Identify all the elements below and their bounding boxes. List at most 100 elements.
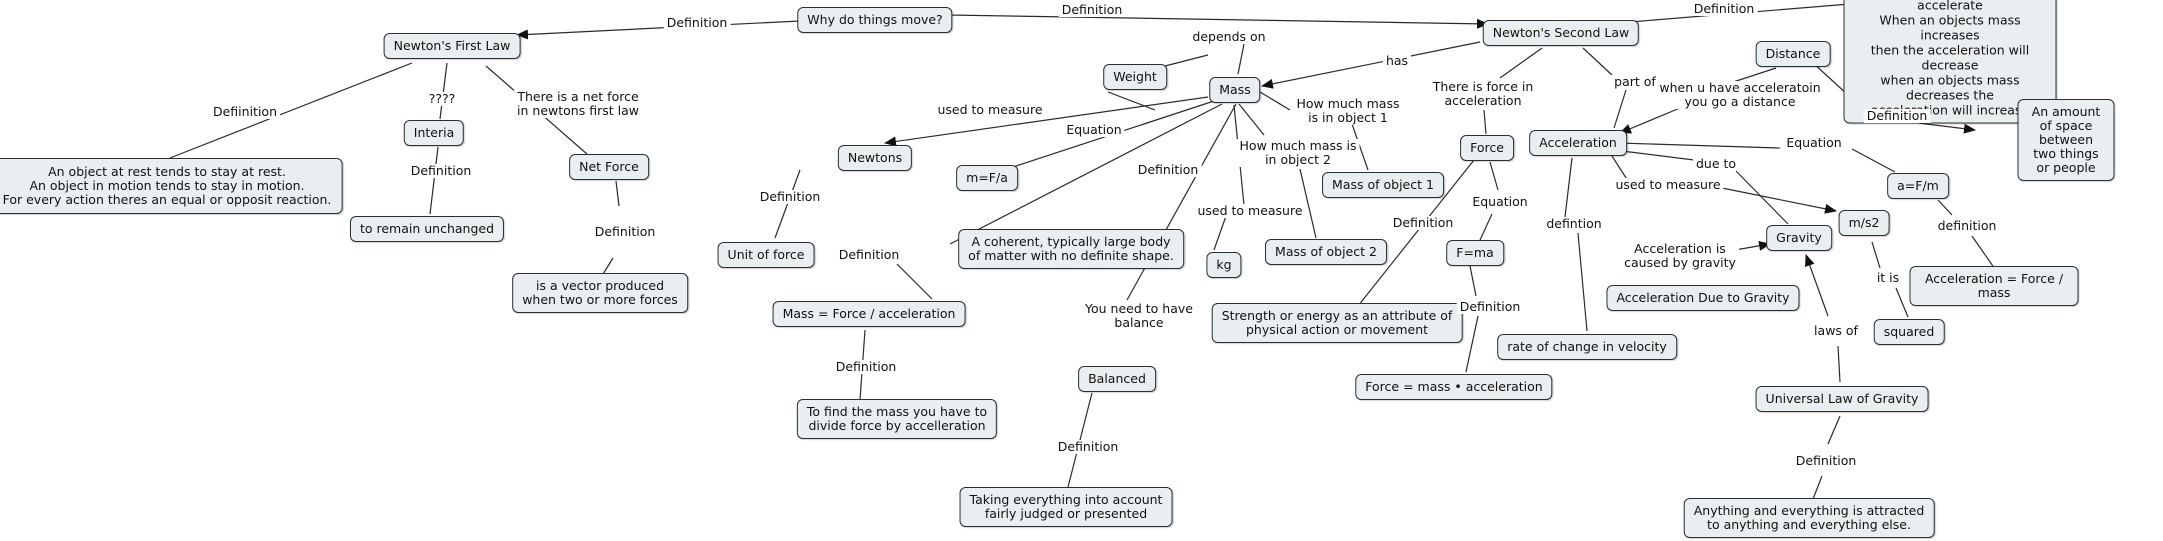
kg-node[interactable]: kg [1206, 252, 1242, 278]
arrow-connector [516, 20, 801, 40]
arrow-connector [1711, 185, 1837, 214]
universal-law-of-gravity-node[interactable]: Universal Law of Gravity [1755, 386, 1929, 412]
connector-line [949, 103, 1223, 245]
acceleration-due-to-gravity-node[interactable]: Acceleration Due to Gravity [1606, 285, 1800, 311]
universal-law-definition-node[interactable]: Anything and everything is attracted to … [1683, 498, 1935, 538]
link-label-equation: Equation [1783, 136, 1845, 150]
link-label-definition: defintion [1543, 217, 1605, 231]
connector-line [1237, 43, 1245, 75]
connector-line [1577, 232, 1588, 332]
connector-line [1564, 157, 1573, 218]
arrow-connector [1261, 41, 1481, 89]
distance-node[interactable]: Distance [1755, 41, 1831, 67]
link-label-definition: Definition [1058, 3, 1126, 17]
force-formula-node[interactable]: Force = mass • acceleration [1355, 374, 1553, 400]
acceleration-definition-node[interactable]: rate of change in velocity [1497, 334, 1677, 360]
mass-of-object-1-node[interactable]: Mass of object 1 [1322, 172, 1444, 198]
link-label-used-to-measure: used to measure [1194, 204, 1306, 218]
link-label-it-is: it is [1873, 271, 1903, 285]
link-label-due-to: due to [1692, 157, 1740, 171]
link-label-definition: Definition [832, 360, 900, 374]
connector-line [1213, 215, 1227, 251]
connector-line [1479, 213, 1493, 241]
arrow-connector [1805, 254, 1829, 317]
first-law-definition-node[interactable]: An object at rest tends to stay at rest.… [0, 158, 343, 214]
link-label-definition: Definition [756, 190, 824, 204]
link-label-force-in-acceleration: There is force in acceleration [1429, 80, 1537, 108]
balanced-definition-node[interactable]: Taking everything into account fairly ju… [959, 487, 1173, 527]
connector-line [1827, 415, 1841, 445]
arrow-connector [1619, 107, 1681, 134]
acceleration-node[interactable]: Acceleration [1529, 130, 1627, 156]
connector-line [1611, 155, 1629, 182]
connector-line [1259, 91, 1291, 111]
link-label-definition: definition [1934, 219, 2000, 233]
connector-line [1582, 47, 1613, 76]
link-label-definition: Definition [1690, 2, 1758, 16]
a-equals-f-over-m-node[interactable]: a=F/m [1887, 173, 1949, 199]
link-label-definition: Definition [1863, 109, 1931, 123]
connector-line [1812, 475, 1823, 500]
link-label-used-to-measure: used to measure [934, 103, 1046, 117]
link-label-depends-on: depends on [1189, 30, 1269, 44]
interia-definition-node[interactable]: to remain unchanged [349, 216, 505, 242]
unit-of-force-node[interactable]: Unit of force [717, 242, 815, 268]
connector-line [1837, 345, 1841, 383]
link-label-how-much-mass-1: How much mass is in object 1 [1293, 97, 1403, 125]
a-equals-f-over-m-definition-node[interactable]: Acceleration = Force / mass [1909, 266, 2079, 306]
newtons-first-law-node[interactable]: Newton's First Law [383, 33, 521, 59]
link-label-definition: Definition [591, 225, 659, 239]
connector-line [1613, 149, 1695, 161]
connector-line [1107, 91, 1156, 111]
connector-line [1238, 103, 1265, 136]
connector-line [1465, 315, 1479, 373]
connector-line [1895, 287, 1909, 318]
link-label-has: has [1382, 54, 1412, 68]
link-label-caused-by-gravity: Acceleration is caused by gravity [1621, 242, 1739, 270]
weight-node[interactable]: Weight [1103, 64, 1167, 90]
connector-line [1735, 170, 1789, 225]
balanced-node[interactable]: Balanced [1078, 366, 1156, 392]
connector-line [615, 180, 620, 207]
force-node[interactable]: Force [1460, 135, 1514, 161]
link-label-definition: Definition [1054, 440, 1122, 454]
net-force-definition-node[interactable]: is a vector produced when two or more fo… [512, 273, 688, 313]
mass-formula-node[interactable]: Mass = Force / acceleration [772, 301, 966, 327]
link-label-equation: Equation [1469, 195, 1531, 209]
newtons-second-law-node[interactable]: Newton's Second Law [1482, 20, 1640, 46]
meters-per-second-squared-node[interactable]: m/s2 [1838, 210, 1890, 236]
link-label-how-much-mass-2: How much mass is in object 2 [1236, 139, 1360, 167]
f-equals-ma-node[interactable]: F=ma [1446, 240, 1504, 266]
link-label-definition: Definition [1134, 163, 1202, 177]
link-label-distance: when u have acceleratoin you go a distan… [1656, 81, 1824, 109]
mass-formula-definition-node[interactable]: To find the mass you have to divide forc… [796, 399, 998, 439]
link-label-used-to-measure: used to measure [1612, 178, 1724, 192]
newtons-node[interactable]: Newtons [837, 145, 913, 171]
connector-line [1299, 168, 1317, 239]
m-equals-f-over-a-node[interactable]: m=F/a [956, 165, 1018, 191]
link-label-definition: Definition [1456, 300, 1524, 314]
distance-definition-node[interactable]: An amount of space between two things or… [2017, 99, 2115, 181]
connector-line [896, 263, 933, 300]
gravity-node[interactable]: Gravity [1766, 225, 1832, 251]
squared-node[interactable]: squared [1873, 319, 1945, 345]
mass-node[interactable]: Mass [1209, 77, 1261, 103]
why-do-things-move-node[interactable]: Why do things move? [797, 7, 953, 33]
force-definition-node[interactable]: Strength or energy as an attribute of ph… [1211, 303, 1463, 343]
connector-line [1483, 109, 1487, 135]
link-label-definition: Definition [407, 164, 475, 178]
link-label-definition: Definition [1389, 216, 1457, 230]
link-label-net-force: There is a net force in newtons first la… [514, 90, 642, 118]
mass-of-object-2-node[interactable]: Mass of object 2 [1265, 239, 1387, 265]
net-force-node[interactable]: Net Force [569, 154, 649, 180]
connector-line [1489, 161, 1499, 191]
connector-line [1613, 89, 1627, 129]
mass-definition-node[interactable]: A coherent, typically large body of matt… [958, 229, 1184, 269]
connector-line [774, 169, 801, 239]
arrow-connector [947, 14, 1489, 29]
connector-line [1871, 241, 1881, 269]
connector-line [429, 146, 439, 215]
connector-line [1469, 265, 1477, 297]
link-label-definition: Defiinition [209, 105, 281, 119]
interia-node[interactable]: Interia [403, 120, 465, 146]
